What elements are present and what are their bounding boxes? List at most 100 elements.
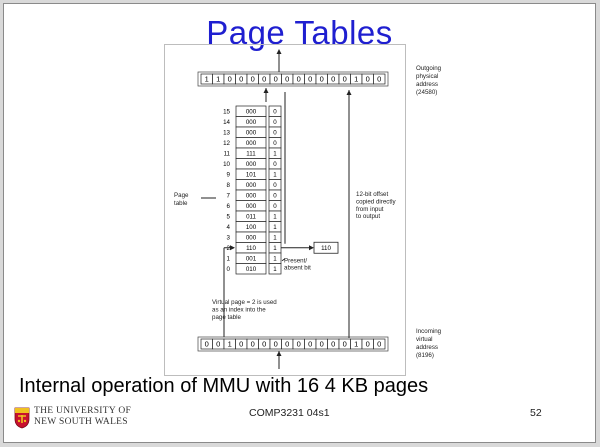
outgoing-address-bit: 0 <box>262 75 266 84</box>
page-table-index: 5 <box>227 214 231 221</box>
page-table-index: 15 <box>223 109 230 116</box>
incoming-address-bit: 0 <box>366 340 370 349</box>
page-number: 52 <box>530 407 542 419</box>
university-name: THE UNIVERSITY OF NEW SOUTH WALES <box>34 406 131 428</box>
page-table-frame: 000 <box>246 203 257 210</box>
page-table-present: 0 <box>273 161 277 168</box>
outgoing-address-bit: 0 <box>366 75 370 84</box>
present-label-line-1: Present/ <box>284 257 307 264</box>
page-table-frame: 000 <box>246 161 257 168</box>
virtual-page-note-line-1: Virtual page = 2 is used <box>212 299 277 306</box>
page-table-present: 1 <box>273 266 277 273</box>
incoming-address-outline <box>197 336 389 352</box>
incoming-label-line-2: virtual <box>416 336 433 343</box>
incoming-address-bit: 0 <box>216 340 220 349</box>
page-table-index: 1 <box>227 256 231 263</box>
outgoing-address-bit: 0 <box>228 75 232 84</box>
page-table-present: 0 <box>273 109 277 116</box>
incoming-address-bit: 0 <box>262 340 266 349</box>
outgoing-address-bit: 0 <box>331 75 335 84</box>
incoming-address-bit: 0 <box>285 340 289 349</box>
page-table-label-line-1: Page <box>174 192 189 199</box>
page-table-frame: 000 <box>246 182 257 189</box>
present-pointer <box>281 258 286 262</box>
outgoing-address-bit: 1 <box>205 75 209 84</box>
outgoing-label-line-3: address <box>416 81 438 88</box>
page-table-frame: 000 <box>246 109 257 116</box>
outgoing-label-line-1: Outgoing <box>416 65 442 72</box>
virtual-page-note-line-2: as an index into the <box>212 306 266 313</box>
page-table-frame: 110 <box>246 245 256 252</box>
virtual-page-note-line-3: page table <box>212 314 241 321</box>
incoming-address-bit: 0 <box>343 340 347 349</box>
index-route-arrowhead <box>230 245 235 251</box>
page-table-index: 4 <box>227 224 231 231</box>
outgoing-address-bit: 0 <box>239 75 243 84</box>
page-table-frame-cell <box>235 263 267 275</box>
page-table-frame: 001 <box>246 256 257 263</box>
page-table-present: 0 <box>273 130 277 137</box>
incoming-label-line-1: Incoming <box>416 328 442 335</box>
page-table-present-cell <box>268 263 282 275</box>
page-table-present: 0 <box>273 119 277 126</box>
page-table-frame: 000 <box>246 130 257 137</box>
page-table-index: 10 <box>223 161 230 168</box>
incoming-address-bit: 0 <box>377 340 381 349</box>
incoming-address-bit: 0 <box>239 340 243 349</box>
page-table-frame: 000 <box>246 119 257 126</box>
university-name-line-2: NEW SOUTH WALES <box>34 417 128 427</box>
offset-route-arrowhead <box>346 90 352 95</box>
selected-frame-value: 110 <box>321 245 331 252</box>
page-table-present: 1 <box>273 245 277 252</box>
offset-note-line-3: from input <box>356 206 384 213</box>
page-table-present: 1 <box>273 151 277 158</box>
selected-entry-arrowhead <box>309 245 314 251</box>
page-table-index: 7 <box>227 193 231 200</box>
incoming-arrowhead <box>276 351 282 356</box>
incoming-address-bit: 0 <box>308 340 312 349</box>
diagram-frame <box>164 44 406 376</box>
page-table-index: 2 <box>227 245 231 252</box>
page-table-frame: 101 <box>246 172 257 179</box>
outgoing-address-bit: 0 <box>320 75 324 84</box>
page-table-index: 12 <box>223 140 230 147</box>
page-table-frame: 100 <box>246 224 257 231</box>
page-table-frame: 111 <box>246 151 256 158</box>
page-table-index: 8 <box>227 182 231 189</box>
incoming-label-line-3: address <box>416 344 438 351</box>
offset-note-line-2: copied directly <box>356 198 396 205</box>
page-table-label-line-2: table <box>174 200 188 207</box>
incoming-address-bit: 0 <box>274 340 278 349</box>
incoming-address-bit-cell <box>373 338 386 350</box>
course-code: COMP3231 04s1 <box>249 407 330 419</box>
outgoing-address-bit: 0 <box>285 75 289 84</box>
unsw-crest-icon <box>14 407 30 429</box>
outgoing-address-bit: 0 <box>274 75 278 84</box>
page-table-present: 1 <box>273 224 277 231</box>
incoming-address-bit: 0 <box>205 340 209 349</box>
page-table-present: 1 <box>273 172 277 179</box>
page-table-present: 0 <box>273 193 277 200</box>
page-table-index: 11 <box>224 151 231 158</box>
present-label-line-2: absent bit <box>284 264 311 271</box>
outgoing-address-bit: 0 <box>308 75 312 84</box>
page-table-present: 1 <box>273 235 277 242</box>
outgoing-address-bit: 0 <box>297 75 301 84</box>
selected-frame-box <box>313 241 339 254</box>
outgoing-address-bit-cell <box>373 73 386 85</box>
page-table-present: 0 <box>273 203 277 210</box>
page-table-index: 9 <box>227 172 231 179</box>
incoming-address-bit: 0 <box>331 340 335 349</box>
offset-note-line-4: to output <box>356 213 380 220</box>
university-name-line-1: THE UNIVERSITY OF <box>34 406 132 416</box>
page-table-frame: 000 <box>246 235 257 242</box>
page-table-index: 6 <box>227 203 231 210</box>
incoming-address-bit: 0 <box>320 340 324 349</box>
outgoing-address-bit: 0 <box>343 75 347 84</box>
page-table-index: 14 <box>223 119 230 126</box>
offset-note-line-1: 12-bit offset <box>356 191 388 198</box>
incoming-address-bit: 1 <box>354 340 358 349</box>
incoming-address-bit: 1 <box>228 340 232 349</box>
